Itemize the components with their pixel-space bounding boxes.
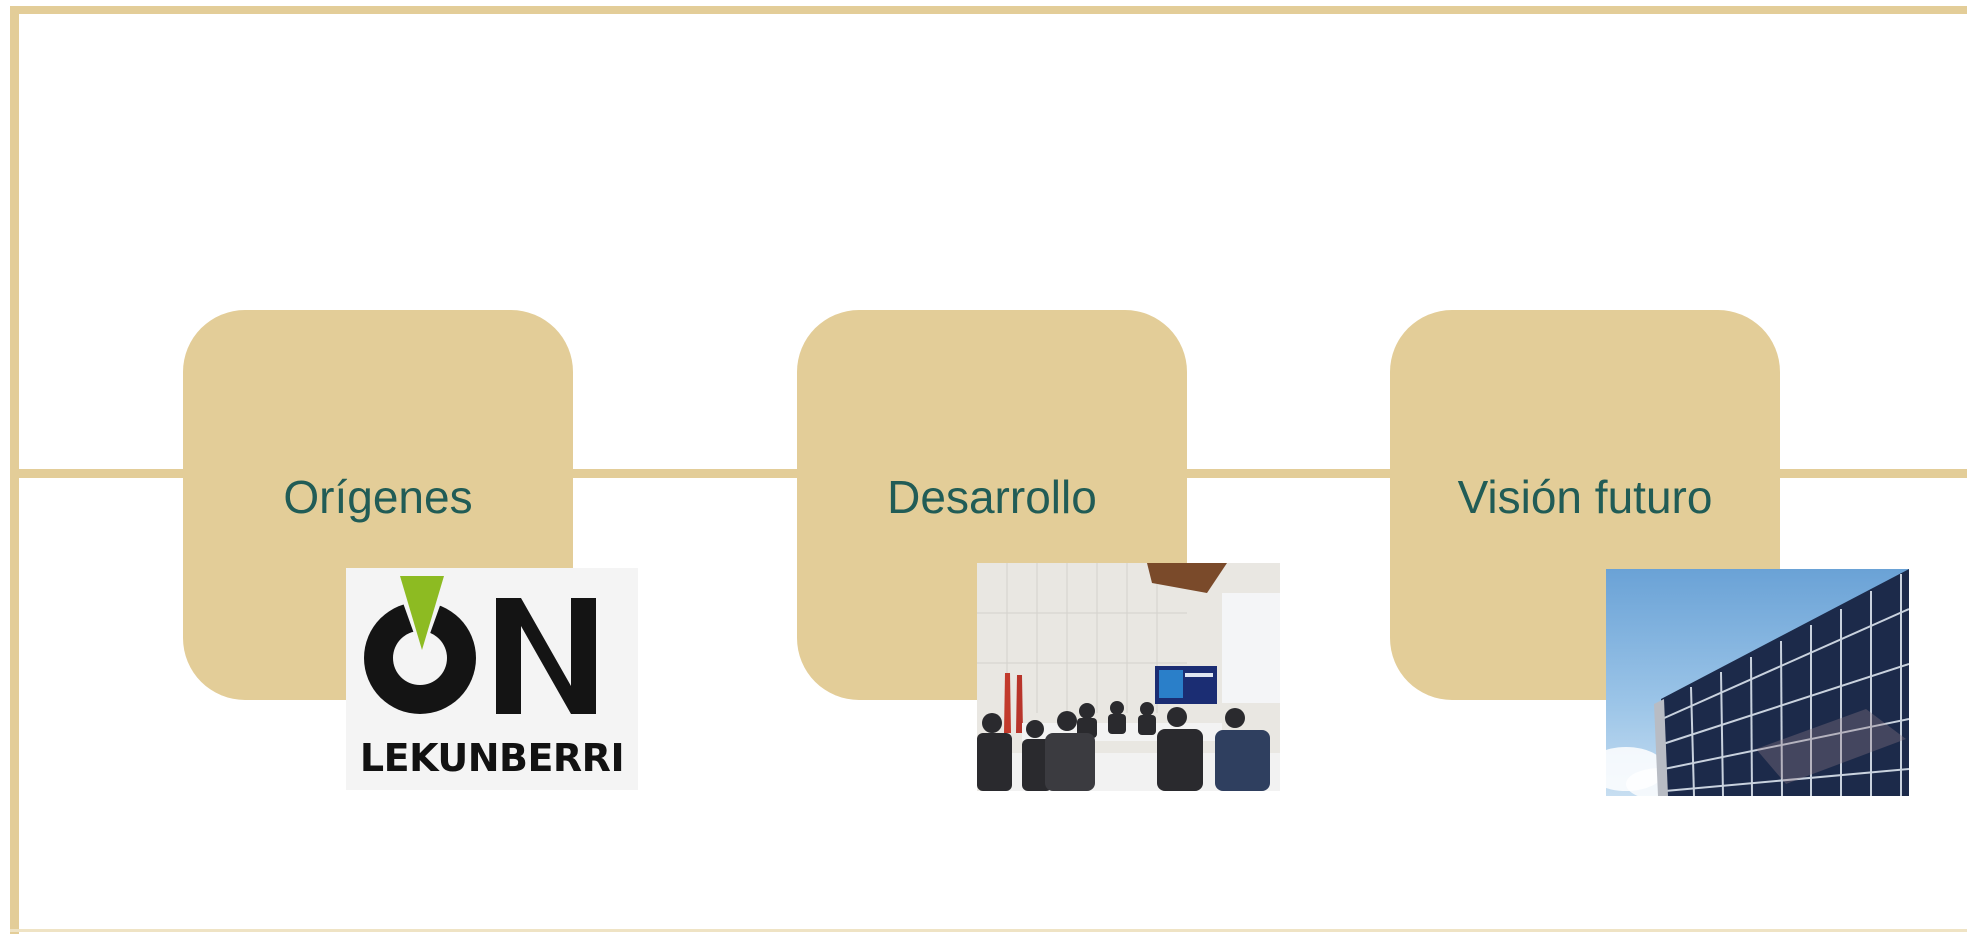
logo-wordmark: LEKUNBERRI <box>359 736 625 780</box>
solar-panels-photo <box>1606 569 1909 796</box>
on-logo-icon <box>364 572 596 714</box>
frame-top-border <box>10 6 1967 14</box>
frame-bottom-border <box>10 929 1967 932</box>
step-label: Orígenes <box>283 471 473 523</box>
step-label: Visión futuro <box>1457 471 1713 523</box>
step-box-vision-futuro: Visión futuro <box>1390 310 1780 700</box>
frame-left-border <box>10 6 19 934</box>
on-lekunberri-logo-image: LEKUNBERRI <box>346 568 638 790</box>
step-label: Desarrollo <box>887 471 1097 523</box>
meeting-photo <box>977 563 1280 791</box>
